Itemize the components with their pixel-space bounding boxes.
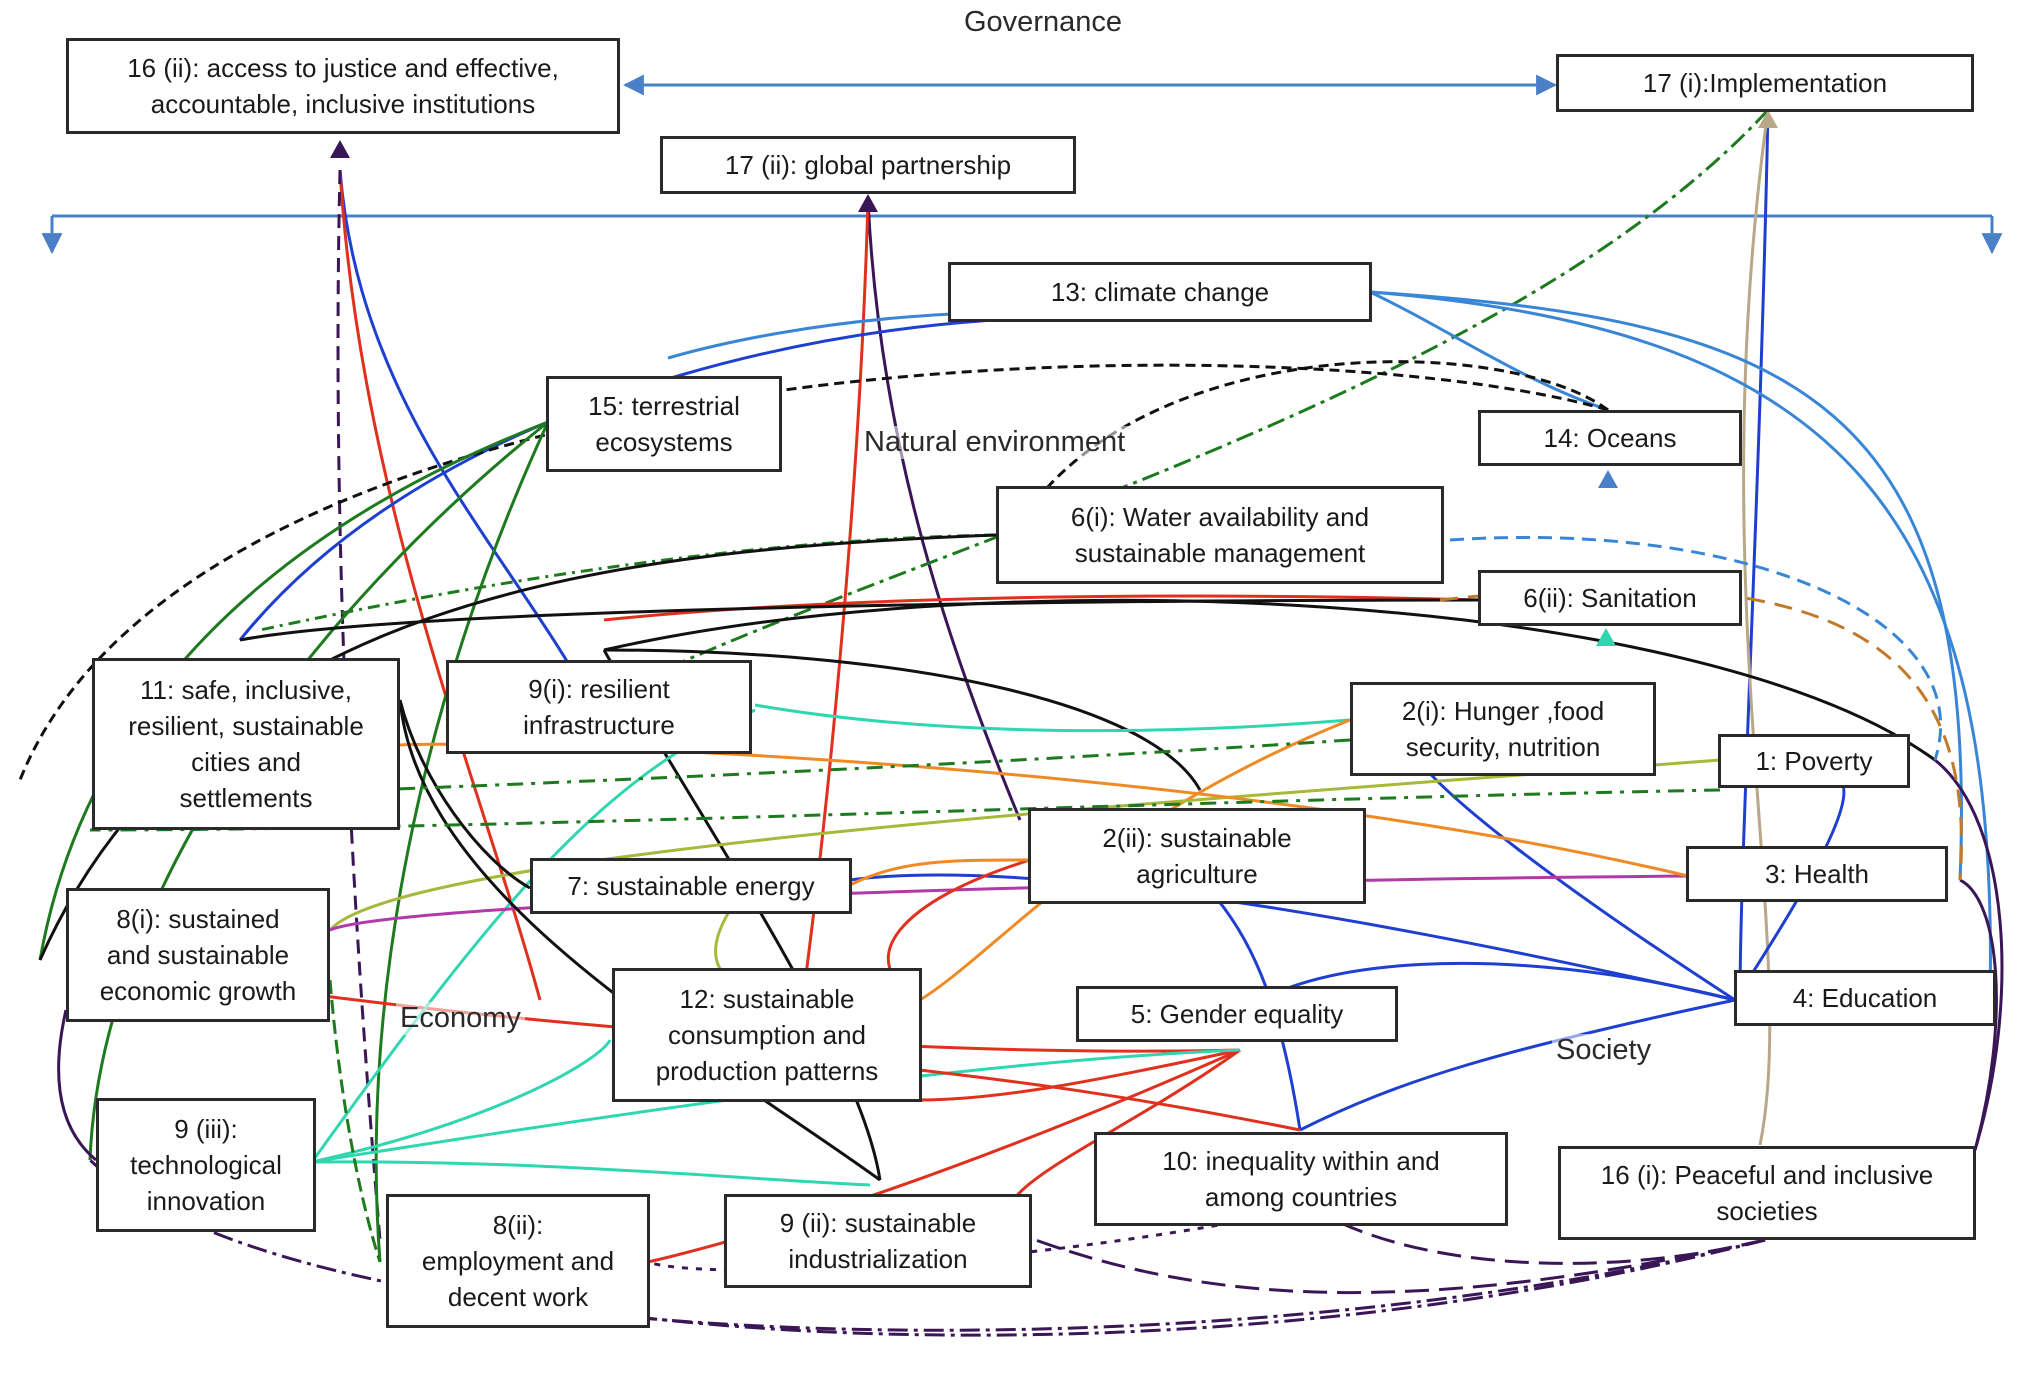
link-4-2i bbox=[1418, 761, 1736, 1002]
node-1-poverty: 1: Poverty bbox=[1718, 734, 1910, 788]
node-8ii-employment-decent-work: 8(ii): employment and decent work bbox=[386, 1194, 650, 1328]
governance-arrows bbox=[41, 74, 2003, 255]
node-4-education: 4: Education bbox=[1734, 970, 1996, 1026]
link-14-1 bbox=[998, 360, 1609, 561]
node-12-consumption-production: 12: sustainable consumption and producti… bbox=[612, 968, 922, 1102]
node-10-inequality: 10: inequality within and among countrie… bbox=[1094, 1132, 1508, 1226]
link-6ii-1 bbox=[1449, 535, 1943, 761]
node-8i-economic-growth: 8(i): sustained and sustainable economic… bbox=[66, 888, 330, 1022]
link-16i-1 bbox=[1934, 758, 2004, 1151]
arrowhead-17ii bbox=[858, 194, 878, 212]
link-7-2ii bbox=[849, 858, 1031, 887]
link-8i-8ii bbox=[328, 979, 382, 1263]
link-9i-1 bbox=[603, 598, 1936, 762]
node-5-gender-equality: 5: Gender equality bbox=[1076, 986, 1398, 1042]
link-10-12 bbox=[919, 1068, 1301, 1132]
arrowhead-16ii bbox=[330, 140, 350, 158]
link-8i-9iii bbox=[57, 1009, 97, 1162]
region-label-economy: Economy bbox=[396, 1002, 525, 1035]
node-2ii-sustainable-agriculture: 2(ii): sustainable agriculture bbox=[1028, 808, 1366, 904]
link-4-10 bbox=[1299, 998, 1736, 1132]
link-1-8i bbox=[328, 758, 1721, 931]
link-14-11 bbox=[18, 363, 1609, 781]
link-2i-9i bbox=[754, 703, 1351, 733]
link-9i-16ii bbox=[338, 169, 602, 721]
link-12-17ii bbox=[798, 199, 870, 1021]
node-9i-resilient-infrastructure: 9(i): resilient infrastructure bbox=[446, 660, 752, 754]
link-3-8i bbox=[329, 874, 1689, 932]
region-label-natural-environment: Natural environment bbox=[860, 426, 1130, 459]
link-16i-9ii bbox=[1029, 1236, 1766, 1295]
link-13-4 bbox=[1369, 290, 1992, 1001]
arrowhead-17i bbox=[1758, 110, 1778, 128]
link-11-7 bbox=[398, 699, 531, 890]
node-16i-peaceful-societies: 16 (i): Peaceful and inclusive societies bbox=[1558, 1146, 1976, 1240]
node-17i-implementation: 17 (i):Implementation bbox=[1556, 54, 1974, 112]
link-2ii-17ii bbox=[866, 199, 1022, 821]
node-6i-water-availability: 6(i): Water availability and sustainable… bbox=[996, 486, 1444, 584]
region-label-society: Society bbox=[1552, 1034, 1656, 1067]
link-9iii-12 bbox=[311, 1039, 612, 1164]
link-6ii-11 bbox=[239, 598, 1481, 642]
region-label-governance: Governance bbox=[960, 6, 1126, 39]
node-17ii-global-partnership: 17 (ii): global partnership bbox=[660, 136, 1076, 194]
node-3-health: 3: Health bbox=[1686, 846, 1948, 902]
link-9i-2ii bbox=[603, 648, 1202, 791]
node-2i-hunger-food-security: 2(i): Hunger ,food security, nutrition bbox=[1350, 682, 1656, 776]
link-16i-9iii bbox=[88, 1158, 1766, 1332]
node-14-oceans: 14: Oceans bbox=[1478, 410, 1742, 466]
link-6i-11 bbox=[259, 533, 997, 632]
link-4-17i bbox=[1738, 109, 1770, 1001]
link-11-13 bbox=[238, 315, 1161, 641]
link-13-3 bbox=[1369, 290, 1963, 881]
link-11-9ii bbox=[398, 699, 881, 1182]
link-13-14 bbox=[1369, 290, 1609, 412]
link-9i-17i bbox=[599, 108, 1770, 702]
node-11-cities-settlements: 11: safe, inclusive, resilient, sustaina… bbox=[92, 658, 400, 830]
link-6ii-9i bbox=[603, 594, 1481, 622]
node-7-sustainable-energy: 7: sustainable energy bbox=[530, 858, 852, 914]
node-9iii-technological-innovation: 9 (iii): technological innovation bbox=[96, 1098, 316, 1232]
link-9iii-9ii bbox=[311, 1160, 871, 1187]
arrow-heads bbox=[330, 110, 1778, 646]
arrowhead-14 bbox=[1598, 470, 1618, 488]
node-16ii-justice-institutions: 16 (ii): access to justice and effective… bbox=[66, 38, 620, 134]
link-15-8i bbox=[38, 420, 549, 961]
node-13-climate-change: 13: climate change bbox=[948, 262, 1372, 322]
node-9ii-sustainable-industrialization: 9 (ii): sustainable industrialization bbox=[724, 1194, 1032, 1288]
link-16i-8ii bbox=[519, 1238, 1766, 1337]
node-6ii-sanitation: 6(ii): Sanitation bbox=[1478, 570, 1742, 626]
arrowhead-6ii bbox=[1596, 628, 1616, 646]
node-15-terrestrial-ecosystems: 15: terrestrial ecosystems bbox=[546, 376, 782, 472]
